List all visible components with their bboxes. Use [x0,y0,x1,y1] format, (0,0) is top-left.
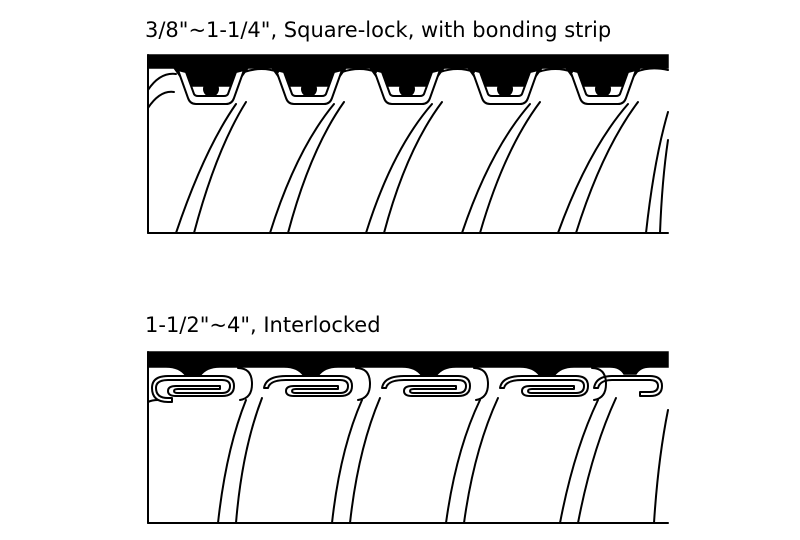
interlocked-band-0a [147,399,159,403]
square-lock-band-1a [175,103,237,234]
interlocked-band-4b [577,397,617,524]
square-lock-profile-4 [471,69,539,105]
interlocked-band-1a [217,399,247,524]
interlock-hook-2 [355,367,372,401]
square-lock-band-2b [287,101,345,234]
bonding-wire-5 [595,81,611,97]
interlocked-band-3a [445,399,481,524]
square-lock-band-2c [341,68,377,73]
square-lock-band-4c [537,68,573,73]
interlock-hook-4 [591,367,608,401]
square-lock-band-6b [659,139,669,234]
square-lock-band-3c [439,68,475,73]
square-lock-band-4a [461,103,531,234]
interlocked-jacket [147,351,669,377]
square-lock-band-0a [147,72,177,91]
square-lock-band-0b [147,90,175,109]
square-lock-band-3b [383,101,443,234]
interlock-hook-3 [473,367,490,401]
interlocked-band-3b [463,397,499,524]
interlock-hook-1 [237,367,254,401]
interlocked-band-2a [331,399,363,524]
square-lock-profile-5 [569,69,637,105]
interlock-profile-4 [499,375,589,397]
interlock-profile-5 [593,375,663,397]
square-lock-profile-2 [275,69,343,105]
square-lock-band-5a [557,103,629,234]
bonding-wire-4 [497,81,513,97]
square-lock-band-5b [575,101,639,234]
interlocked-band-5a [653,409,669,524]
square-lock-band-2a [269,103,335,234]
square-lock-band-1b [193,101,247,234]
interlocked-band-2b [349,397,381,524]
interlocked-title: 1-1/2"~4", Interlocked [145,313,381,337]
interlock-profile-2 [263,375,353,397]
interlocked-band-1b [235,397,263,524]
square-lock-band-3a [365,103,433,234]
interlock-profile-1 [151,375,235,403]
bonding-wire-2 [301,81,317,97]
interlocked-band-4a [559,399,599,524]
bonding-wire-1 [203,81,219,97]
square-lock-band-4b [479,101,541,234]
square-lock-title: 3/8"~1-1/4", Square-lock, with bonding s… [145,18,612,42]
square-lock-profile-3 [373,69,441,105]
square-lock-band-5c [635,67,669,73]
square-lock-band-1c [243,68,279,73]
square-lock-profile-1 [177,69,245,105]
square-lock-band-6a [645,111,669,234]
interlock-profile-3 [381,375,471,397]
bonding-wire-3 [399,81,415,97]
